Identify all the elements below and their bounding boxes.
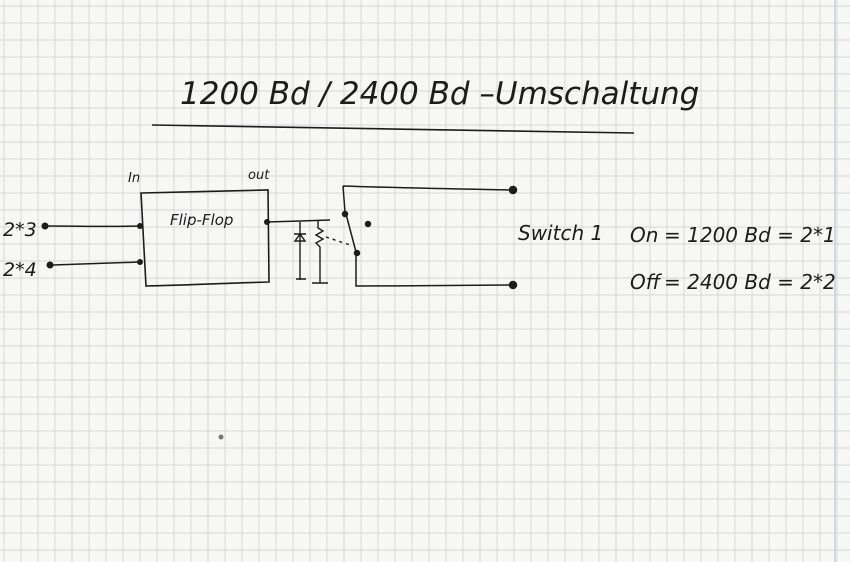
flipflop-label: Flip-Flop <box>170 211 233 229</box>
input-terminal-2x3: 2*3 <box>3 219 141 241</box>
flipflop-out-label: out <box>248 168 270 183</box>
legend-on-value: = 1200 Bd = 2*1 <box>664 223 836 247</box>
switch-terminal-upper <box>508 185 518 195</box>
switch-1 <box>341 185 518 290</box>
diagram-title: 1200 Bd / 2400 Bd –Umschaltung <box>180 76 699 112</box>
switch-terminal-lower <box>508 280 518 290</box>
legend-off-value: = 2400 Bd = 2*2 <box>664 270 836 294</box>
legend-off-state: Off <box>630 270 663 294</box>
switch-legend: On = 1200 Bd = 2*1 Off = 2400 Bd = 2*2 <box>630 223 836 294</box>
switch-lower-contact-wire <box>355 254 513 287</box>
flipflop-block: Flip-Flop In out <box>128 168 270 287</box>
flipflop-input-pin-1 <box>137 223 143 229</box>
legend-on-state: On <box>630 223 658 247</box>
switch-blade <box>345 213 357 253</box>
flipflop-in-label: In <box>128 171 140 186</box>
flipflop-box <box>140 189 270 287</box>
input-label-2x4: 2*4 <box>3 259 37 281</box>
switch-upper-contact-wire <box>342 185 513 213</box>
relay-diode <box>293 222 307 280</box>
flipflop-input-pin-2 <box>137 259 143 265</box>
input-label-2x3: 2*3 <box>3 219 37 241</box>
relay-coil <box>314 221 325 283</box>
input-terminal-2x4: 2*4 <box>3 259 141 281</box>
switch-label: Switch 1 <box>518 221 603 245</box>
ink-spot <box>218 434 224 440</box>
title-underline <box>151 124 635 134</box>
relay-circuit <box>266 219 351 284</box>
relay-linkage <box>325 236 351 246</box>
relay-ground <box>296 278 328 284</box>
